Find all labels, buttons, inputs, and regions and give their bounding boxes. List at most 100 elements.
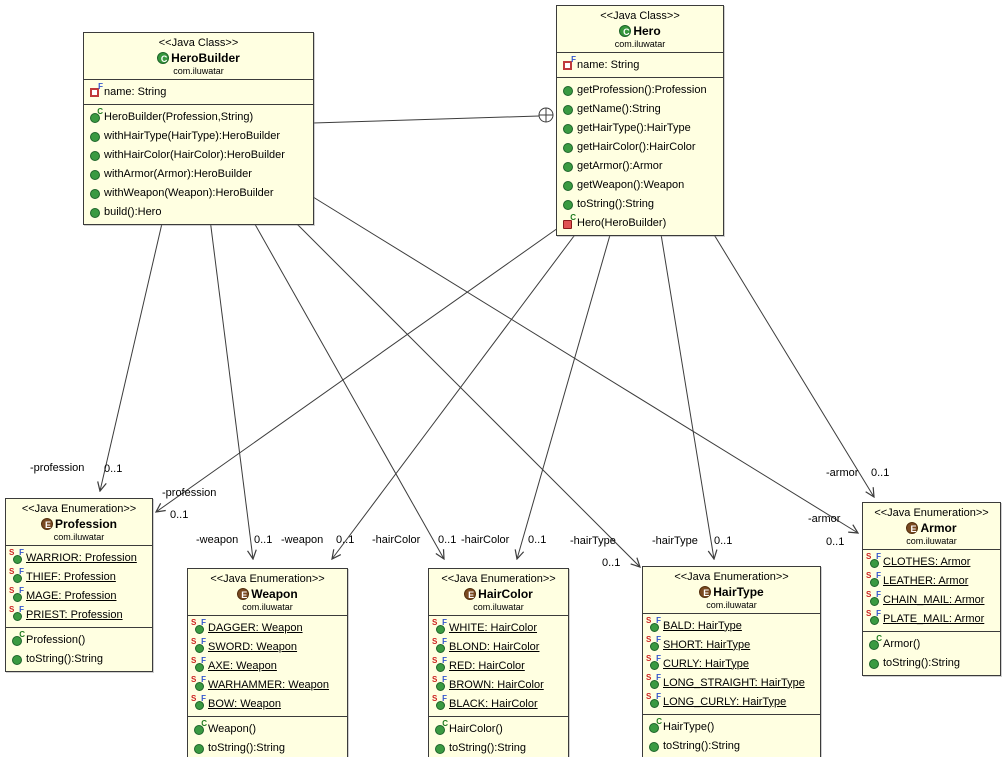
member-row: THIEF: Profession — [9, 567, 149, 586]
member-label: getProfession():Profession — [577, 83, 707, 96]
member-label: getWeapon():Weapon — [577, 178, 685, 191]
association-multiplicity-label: 0..1 — [871, 467, 890, 479]
class-header: <<Java Enumeration>> HairColor com.iluwa… — [429, 569, 568, 615]
member-label: Armor() — [883, 637, 921, 650]
association-multiplicity-label: 0..1 — [336, 534, 355, 546]
public-method-icon — [87, 167, 104, 181]
association-hero-weapon — [332, 227, 581, 559]
member-row: toString():String — [560, 194, 720, 213]
member-label: WARHAMMER: Weapon — [208, 678, 330, 691]
association-hero-profession — [156, 227, 559, 512]
static-final-field-icon — [646, 655, 663, 671]
member-row: name: String — [87, 82, 310, 101]
enum-box-weapon[interactable]: <<Java Enumeration>> Weapon com.iluwatar… — [187, 568, 348, 757]
private-field-icon — [87, 83, 104, 99]
member-row: Profession() — [9, 630, 149, 649]
member-label: THIEF: Profession — [26, 570, 116, 583]
association-role-label: -hairType — [652, 535, 698, 547]
stereotype-label: <<Java Enumeration>> — [21, 503, 137, 515]
member-label: WARRIOR: Profession — [26, 551, 137, 564]
member-row: withHairType(HairType):HeroBuilder — [87, 126, 310, 145]
methods-compartment: HairColor()toString():String — [429, 716, 568, 757]
member-label: name: String — [104, 85, 167, 98]
public-method-icon — [560, 102, 577, 116]
java-enum-icon — [464, 588, 477, 601]
member-label: build():Hero — [104, 205, 162, 218]
static-final-field-icon — [866, 591, 883, 607]
member-row: getHairColor():HairColor — [560, 137, 720, 156]
public-method-icon — [560, 121, 577, 135]
enum-box-profession[interactable]: <<Java Enumeration>> Profession com.iluw… — [5, 498, 153, 672]
association-role-label: -profession — [30, 462, 85, 474]
methods-compartment: HairType() toString():String — [643, 714, 820, 757]
member-row: LONG_STRAIGHT: HairType — [646, 673, 817, 692]
class-box-hero[interactable]: <<Java Class>> Hero com.iluwatar name: S… — [556, 5, 724, 236]
class-header: <<Java Enumeration>> HairType com.iluwat… — [643, 567, 820, 613]
java-class-icon — [619, 25, 632, 38]
package-label: com.iluwatar — [706, 600, 757, 610]
member-label: toString():String — [883, 656, 961, 669]
member-row: withArmor(Armor):HeroBuilder — [87, 164, 310, 183]
association-role-label: -armor — [826, 467, 859, 479]
package-label: com.iluwatar — [906, 536, 957, 546]
association-multiplicity-label: 0..1 — [170, 509, 189, 521]
public-method-icon — [87, 205, 104, 219]
association-role-label: -armor — [808, 513, 841, 525]
public-constructor-icon — [432, 720, 449, 736]
static-final-field-icon — [432, 619, 449, 635]
association-herobuilder-profession — [100, 218, 164, 491]
fields-compartment: CLOTHES: ArmorLEATHER: ArmorCHAIN_MAIL: … — [863, 549, 1000, 631]
fields-compartment: WHITE: HairColorBLOND: HairColorRED: Hai… — [429, 615, 568, 716]
class-name: Armor — [920, 521, 957, 535]
member-label: withWeapon(Weapon):HeroBuilder — [104, 186, 274, 199]
public-constructor-icon — [646, 718, 663, 734]
association-hero-hairtype — [659, 227, 714, 559]
static-final-field-icon — [432, 676, 449, 692]
association-hero-haircolor — [517, 227, 613, 559]
member-row: PRIEST: Profession — [9, 605, 149, 624]
public-constructor-icon — [191, 720, 208, 736]
association-hero-armor — [709, 227, 874, 497]
class-box-herobuilder[interactable]: <<Java Class>> HeroBuilder com.iluwatar … — [83, 32, 314, 225]
static-final-field-icon — [191, 676, 208, 692]
fields-compartment: WARRIOR: ProfessionTHIEF: ProfessionMAGE… — [6, 545, 152, 627]
association-multiplicity-label: 0..1 — [254, 534, 273, 546]
member-label: HeroBuilder(Profession,String) — [104, 110, 254, 123]
methods-compartment: Weapon()toString():String — [188, 716, 347, 757]
stereotype-label: <<Java Enumeration>> — [674, 571, 789, 583]
public-method-icon — [560, 140, 577, 154]
stereotype-label: <<Java Class>> — [600, 10, 680, 22]
static-final-field-icon — [191, 657, 208, 673]
static-final-field-icon — [646, 693, 663, 709]
class-name: Profession — [54, 517, 117, 531]
member-label: AXE: Weapon — [208, 659, 277, 672]
class-header: <<Java Enumeration>> Weapon com.iluwatar — [188, 569, 347, 615]
stereotype-label: <<Java Enumeration>> — [874, 507, 989, 519]
member-row: toString():String — [432, 738, 565, 757]
static-final-field-icon — [191, 638, 208, 654]
java-enum-icon — [237, 588, 250, 601]
association-multiplicity-label: 0..1 — [438, 534, 457, 546]
static-final-field-icon — [432, 657, 449, 673]
member-row: build():Hero — [87, 202, 310, 221]
member-label: RED: HairColor — [449, 659, 525, 672]
public-constructor-icon — [866, 635, 883, 651]
enum-box-hairtype[interactable]: <<Java Enumeration>> HairType com.iluwat… — [642, 566, 821, 757]
enum-box-haircolor[interactable]: <<Java Enumeration>> HairColor com.iluwa… — [428, 568, 569, 757]
enum-box-armor[interactable]: <<Java Enumeration>> Armor com.iluwatar … — [862, 502, 1001, 676]
public-method-icon — [560, 83, 577, 97]
member-label: CURLY: HairType — [663, 657, 749, 670]
public-method-icon — [87, 186, 104, 200]
private-constructor-icon — [560, 214, 577, 230]
class-name: Weapon — [251, 587, 298, 601]
member-row: HairType() — [646, 717, 817, 736]
java-enum-icon — [40, 518, 54, 531]
association-role-label: -hairColor — [461, 534, 510, 546]
member-label: toString():String — [663, 739, 741, 752]
association-herobuilder-hairtype — [291, 218, 640, 567]
member-label: DAGGER: Weapon — [208, 621, 303, 634]
member-row: HairColor() — [432, 719, 565, 738]
class-header: <<Java Enumeration>> Profession com.iluw… — [6, 499, 152, 545]
member-label: BLOND: HairColor — [449, 640, 540, 653]
